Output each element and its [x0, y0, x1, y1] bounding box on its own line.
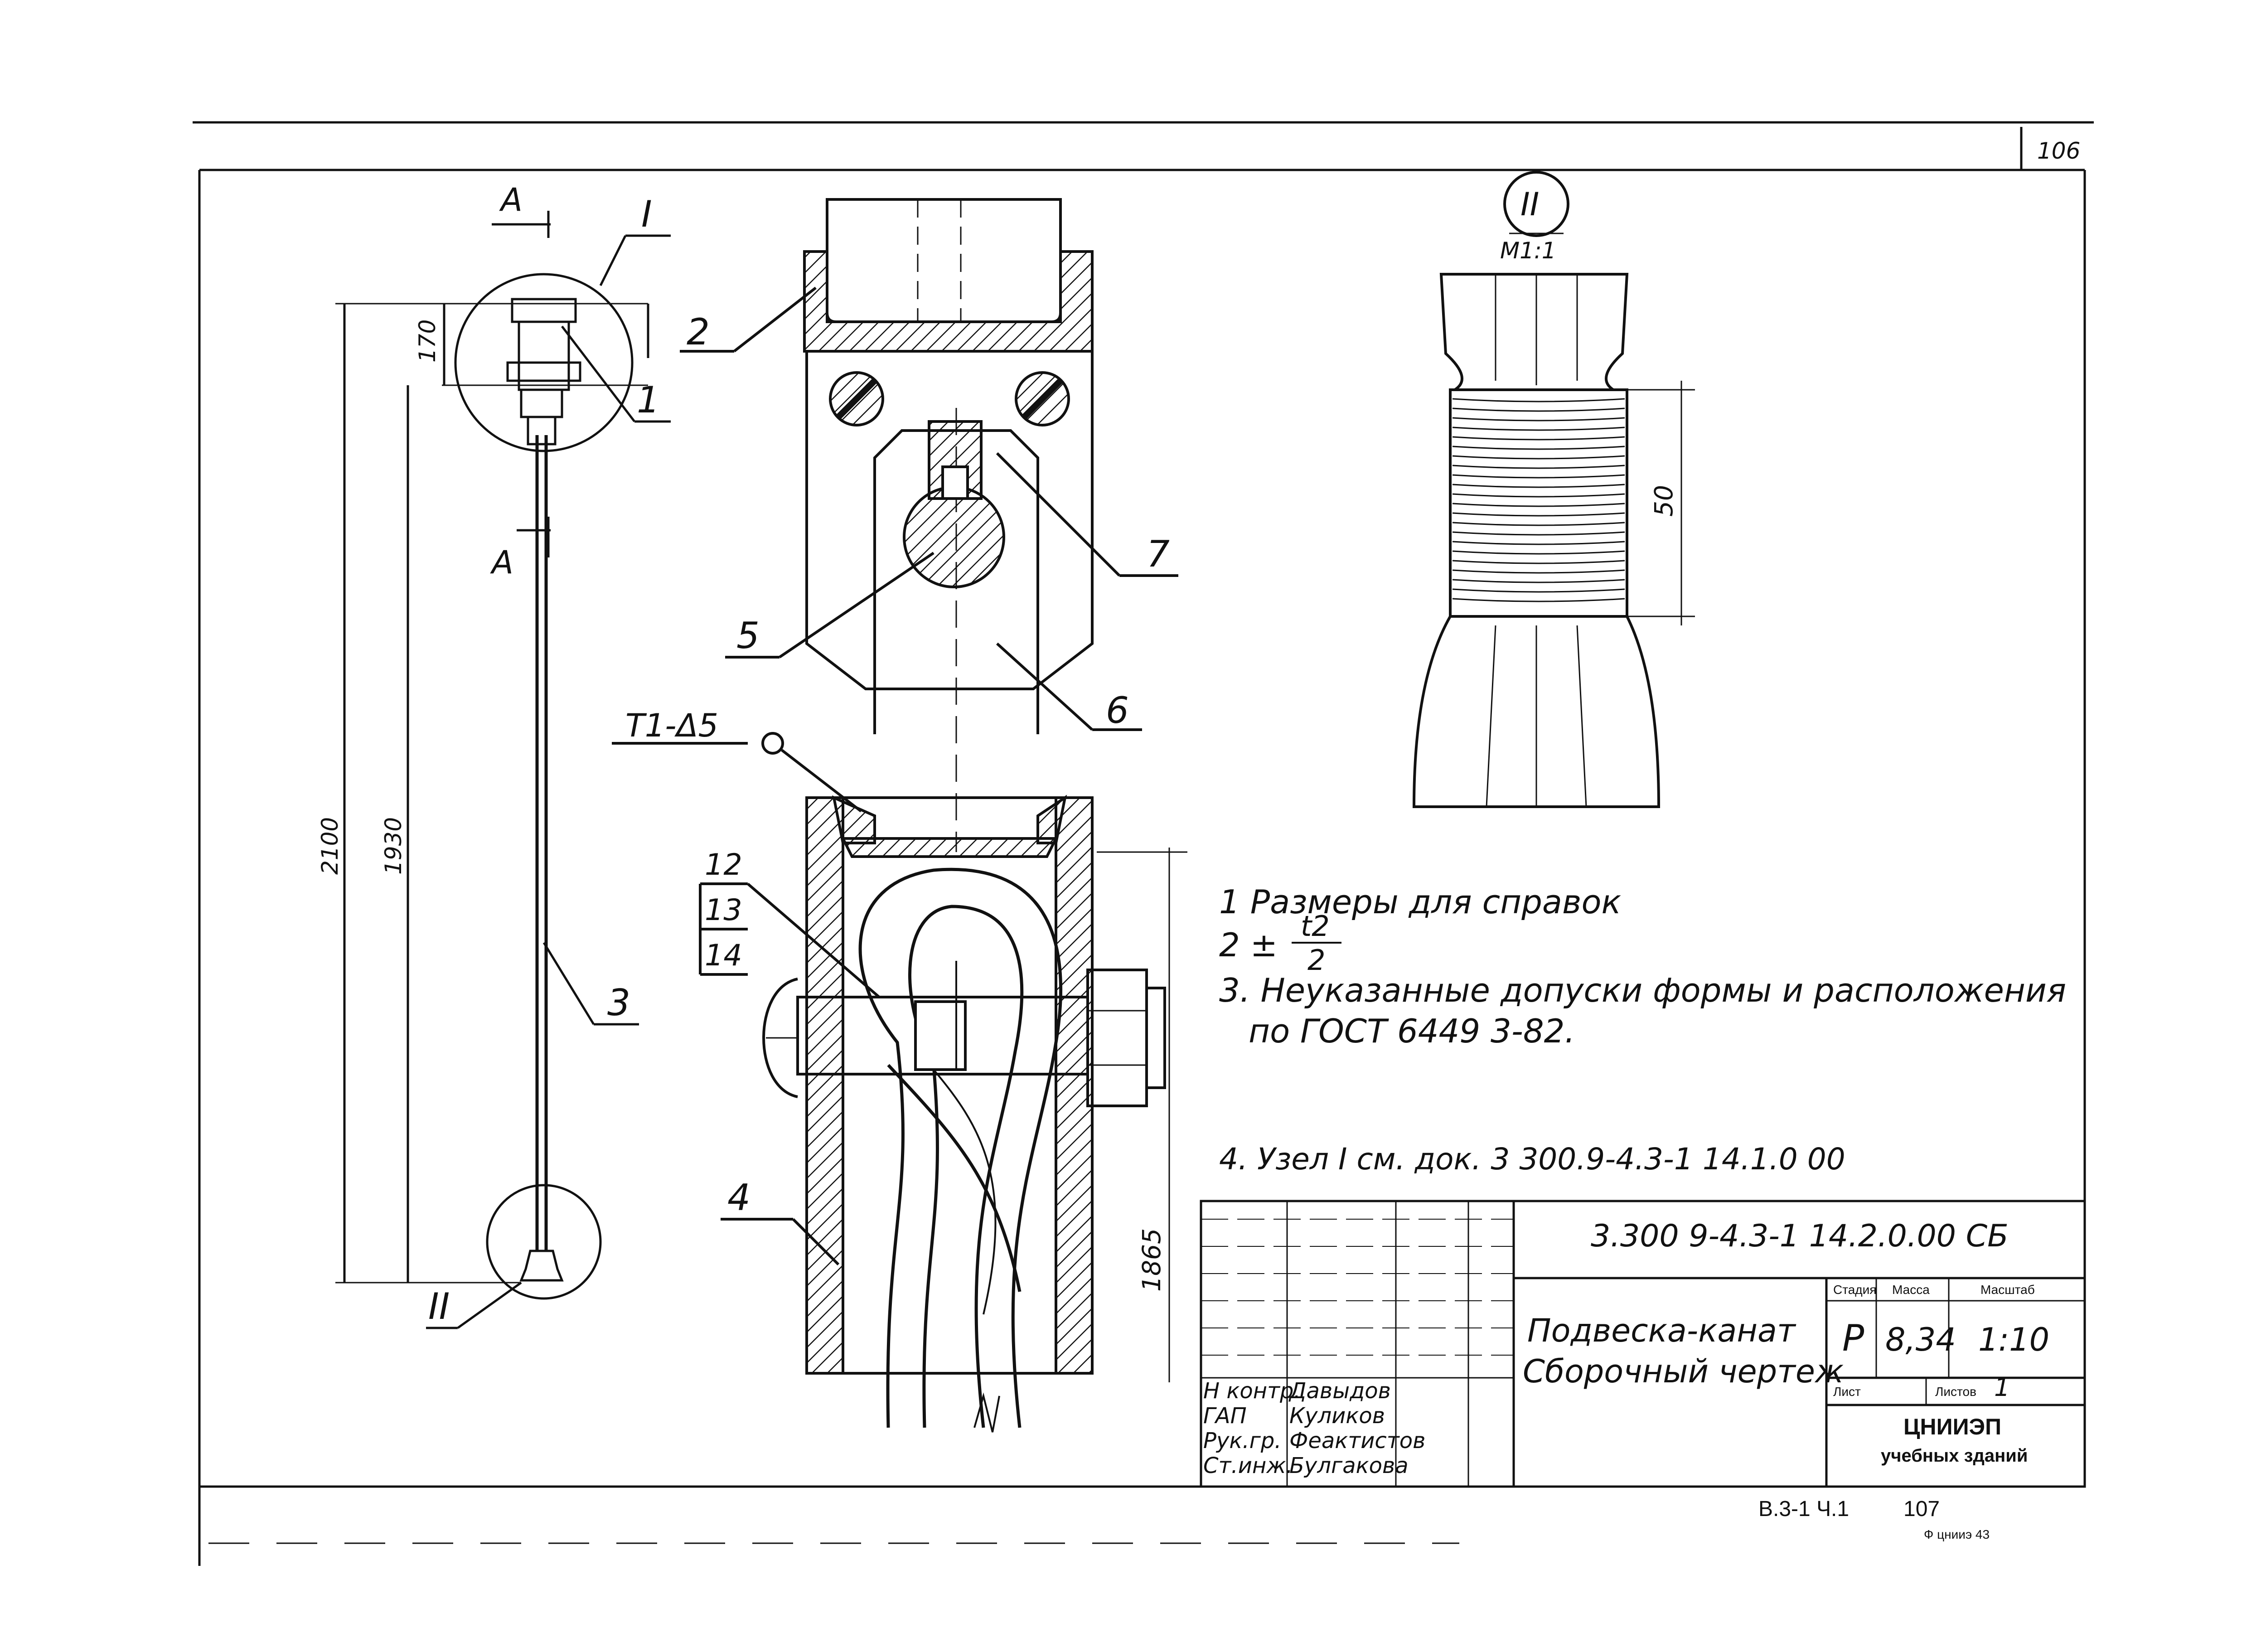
title-block-grid [1200, 1200, 2086, 1488]
role-3: Ст.инж. [1203, 1453, 1293, 1478]
org-name: ЦНИИЭП [1903, 1414, 2001, 1439]
product-name: Подвеска-канат [1527, 1312, 1796, 1349]
thread-line [1452, 465, 1625, 469]
signatures: Н контр. ГАП Рук.гр. Ст.инж. Давыдов Кул… [1203, 1378, 1425, 1478]
org-subname: учебных зданий [1881, 1446, 2028, 1466]
thread-line [1452, 455, 1625, 460]
thread-line [1452, 446, 1625, 450]
form-mark: Ф цнииэ 43 [1924, 1527, 1990, 1541]
position-5-label: 5 [736, 615, 760, 657]
name-0: Давыдов [1288, 1378, 1391, 1404]
thread-line [1452, 588, 1625, 593]
node-II-label: II [428, 1285, 450, 1327]
thread-line [1452, 474, 1625, 479]
sheet-frame [193, 121, 2094, 1566]
stage-value: Р [1842, 1317, 1864, 1359]
doc-code: 3.300 9-4.3-1 14.2.0.00 СБ [1591, 1218, 2009, 1254]
position-7-label: 7 [1147, 533, 1170, 575]
overall-view [335, 211, 671, 1329]
detail-II [1412, 171, 1695, 808]
dimension-1865: 1865 [1137, 1228, 1166, 1292]
notes: 1 Размеры для справок 2 ± t2 2 3. Неуказ… [1219, 883, 2066, 1177]
note-2-numerator: t2 [1301, 910, 1330, 943]
position-3-label: 3 [607, 982, 630, 1024]
section-mark-top: A [499, 181, 523, 218]
position-4-label: 4 [727, 1177, 750, 1219]
thread-line [1452, 550, 1625, 555]
thread-line [1452, 598, 1625, 602]
node-II-detail-label: II [1520, 186, 1539, 223]
note-3-line-2: по ГОСТ 6449 3-82. [1249, 1012, 1575, 1050]
thread-line [1452, 503, 1625, 507]
scale-value: 1:10 [1978, 1321, 2049, 1358]
thread-line [1452, 579, 1625, 583]
sheets-label: Листов [1935, 1385, 1976, 1399]
note-2-prefix: 2 ± [1219, 926, 1278, 964]
role-1: ГАП [1203, 1403, 1247, 1429]
thread-line [1452, 531, 1625, 536]
name-3: Булгакова [1289, 1453, 1409, 1478]
note-1: 1 Размеры для справок [1219, 883, 1621, 921]
stage-header: Стадия [1833, 1283, 1876, 1297]
footer-page: 107 [1903, 1497, 1940, 1521]
thread-line [1452, 417, 1625, 421]
node-I-label: I [641, 193, 652, 235]
role-0: Н контр. [1203, 1378, 1301, 1404]
position-2-label: 2 [687, 311, 710, 353]
name-1: Куликов [1289, 1403, 1385, 1429]
position-6-label: 6 [1106, 689, 1129, 732]
page-number: 106 [2037, 138, 2080, 164]
role-2: Рук.гр. [1203, 1428, 1282, 1453]
position-14-label: 14 [705, 939, 742, 973]
thread-line [1452, 484, 1625, 488]
drawing-type: Сборочный чертеж [1523, 1353, 1844, 1390]
name-2: Феактистов [1289, 1428, 1425, 1453]
dimension-170: 170 [414, 320, 441, 363]
dimension-1930: 1930 [380, 817, 407, 875]
thread-line [1452, 512, 1625, 517]
thread-line [1452, 426, 1625, 431]
position-13-label: 13 [705, 893, 742, 927]
mass-value: 8,34 [1885, 1321, 1956, 1358]
section-mark-bottom: A [490, 544, 513, 581]
scale-header: Масштаб [1980, 1283, 2035, 1297]
sheets-value: 1 [1994, 1373, 2010, 1402]
mass-header: Масса [1892, 1283, 1930, 1297]
thread-line [1452, 398, 1625, 402]
dimension-50: 50 [1649, 485, 1678, 517]
thread-line [1452, 569, 1625, 574]
thread-line [1452, 407, 1625, 412]
node-II-scale: М1:1 [1500, 237, 1556, 264]
note-4: 4. Узел I см. док. 3 300.9-4.3-1 14.1.0 … [1219, 1142, 1845, 1177]
thread-line [1452, 436, 1625, 441]
thread-lines [1452, 398, 1625, 602]
position-12-label: 12 [705, 848, 742, 882]
sheet-label: Лист [1833, 1385, 1861, 1399]
thread-line [1452, 541, 1625, 545]
footer-doc: В.3-1 Ч.1 [1758, 1497, 1849, 1521]
thread-line [1452, 522, 1625, 526]
position-1-label: 1 [637, 379, 660, 421]
thread-line [1452, 560, 1625, 564]
dimension-2100: 2100 [317, 817, 343, 875]
weld-label: T1-Δ5 [625, 707, 718, 744]
note-3-line-1: 3. Неуказанные допуски формы и расположе… [1219, 971, 2066, 1009]
thread-line [1452, 493, 1625, 498]
note-2-denominator: 2 [1307, 944, 1325, 977]
section-view [612, 198, 1187, 1433]
